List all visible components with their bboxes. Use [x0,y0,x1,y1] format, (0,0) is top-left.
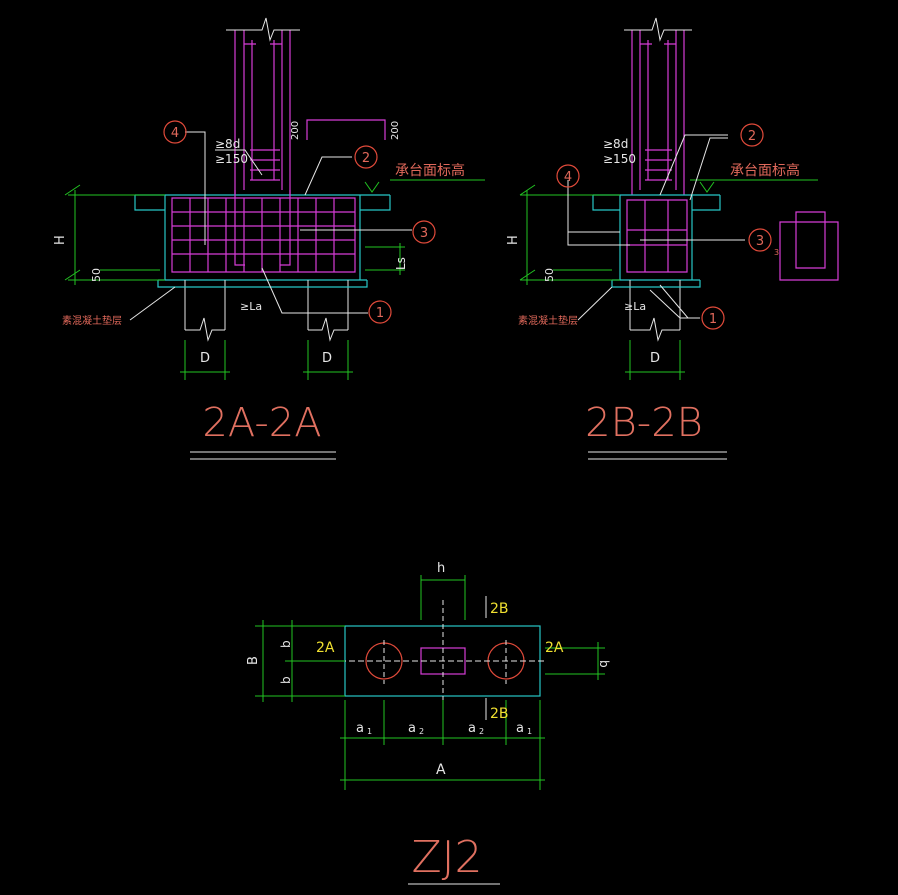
section-title-2b: 2B-2B [585,400,703,446]
dim-d-left: D [200,351,210,366]
break-line [226,17,300,42]
section-2a-2a: 4 2 3 1 ≥8d ≥150 200 200 承台面标高 H 50 素混凝土… [53,17,485,460]
dim-d-center: D [650,351,660,366]
plan-zj2: h B b b b 2A 2A 2B 2B a 1 a 2 a 2 a 1 A … [246,561,611,885]
ge150-label: ≥150 [215,152,248,166]
callout-3-label: 3 [420,226,428,241]
section-mark-2b-bottom: 2B [490,706,509,722]
callout-3-left [412,220,436,244]
callout-2-left [354,145,378,169]
plan-dim-b: b [597,660,611,668]
section-mark-2a-left: 2A [316,640,335,656]
plan-dim-a1-left: a [356,721,364,736]
section-title-2a: 2A-2A [202,400,321,446]
pile-cap [135,194,390,281]
stirrup-detail [779,211,839,281]
section-mark-2a-right: 2A [545,640,564,656]
plan-title: ZJ2 [411,832,482,883]
dim-h-label: H [53,235,68,245]
plan-dim-A: A [436,762,446,778]
dim-50-right: 50 [543,268,556,282]
plan-dim-b1-top: b [279,640,293,648]
piles [184,280,349,330]
plan-dim-a1-right-sub: 1 [527,727,532,736]
callout-3-right [748,228,772,252]
cap-top-elev-label: 承台面标高 [395,162,465,179]
plan-dim-h: h [437,561,445,576]
plan-dim-b1-bottom: b [279,676,293,684]
plan-dim-B: B [246,656,261,665]
dim-200-a: 200 [290,121,301,140]
callout-1-right-label: 1 [709,312,717,327]
plan-dim-a2-left-sub: 2 [419,727,424,736]
section-2b-2b: 4 2 3 1 3 ≥8d ≥150 承台面标高 H 50 素混凝土垫层 D ≥… [506,17,839,460]
callout-2-right-label: 2 [748,129,756,144]
ge8d-right: ≥8d [603,137,628,151]
callout-4-label: 4 [171,126,179,141]
ge8d-label: ≥8d [215,137,240,151]
cap-top-elev-right: 承台面标高 [730,162,800,179]
dim-50-label: 50 [90,268,103,282]
callout-2-right [740,123,764,147]
callout-4-right [556,164,580,188]
plan-dim-a2-left: a [408,721,416,736]
ge150-right: ≥150 [603,152,636,166]
column-outline [234,30,291,195]
dim-la-right: ≥La [624,300,646,313]
cushion-right: 素混凝土垫层 [518,314,578,327]
cushion [157,280,368,288]
callout-1-left [368,300,392,324]
callout-3-right-label: 3 [756,234,764,249]
dim-d-right: D [322,351,332,366]
dim-h-right: H [506,235,521,245]
dim-200-b: 200 [390,121,401,140]
dim-ls-label: Ls [394,257,408,270]
callout-2-label: 2 [362,151,370,166]
dim-la-label: ≥La [240,300,262,313]
cushion-label: 素混凝土垫层 [62,314,122,327]
callout-4-right-label: 4 [564,170,572,185]
callout-4-left [163,120,187,144]
plan-dim-a1-left-sub: 1 [367,727,372,736]
callout-1-right [701,306,725,330]
section-mark-2b-top: 2B [490,601,509,617]
stirrup-dim: 3 [774,248,779,257]
rebar-grid [171,190,356,273]
plan-dim-a1-right: a [516,721,524,736]
callout-1-label: 1 [376,306,384,321]
plan-dim-a2-right: a [468,721,476,736]
plan-dim-a2-right-sub: 2 [479,727,484,736]
